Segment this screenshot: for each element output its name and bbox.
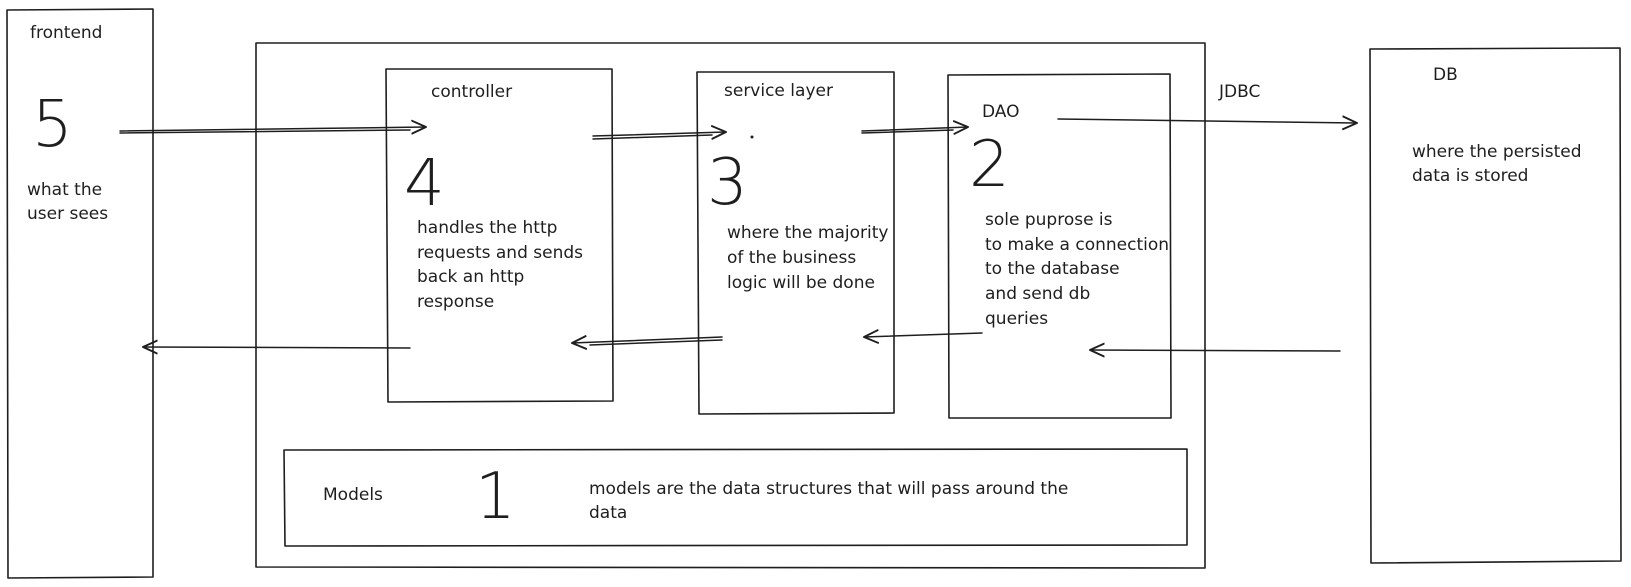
- controller-title: controller: [431, 82, 512, 102]
- frontend-desc-line-2: user sees: [27, 204, 108, 224]
- arrow-service-to-dao-stroke2: [861, 129, 954, 134]
- request-arrows: [119, 119, 1357, 140]
- arrow-service-to-controller: [572, 337, 723, 343]
- models-desc-line-1: models are the data structures that will…: [589, 479, 1068, 499]
- frontend-box: frontend 5 what the user sees: [6, 8, 154, 579]
- dao-desc-line-5: queries: [985, 309, 1048, 329]
- dao-desc-line-4: and send db: [985, 284, 1090, 304]
- controller-number: 4: [404, 147, 445, 221]
- controller-desc-line-2: requests and sends: [417, 243, 583, 263]
- service-desc-line-2: of the business: [727, 248, 856, 268]
- jdbc-label: JDBC: [1218, 82, 1260, 102]
- dao-title: DAO: [982, 102, 1020, 122]
- models-box: Models 1 models are the data structures …: [283, 448, 1188, 547]
- stray-dot: [750, 135, 754, 139]
- models-number: 1: [475, 460, 516, 534]
- arrow-service-to-dao: [861, 127, 968, 131]
- db-title: DB: [1433, 65, 1458, 85]
- service-desc-line-3: logic will be done: [727, 273, 875, 293]
- controller-desc-line-4: response: [417, 292, 494, 312]
- controller-desc-line-1: handles the http: [417, 218, 557, 238]
- dao-desc-line-3: to the database: [985, 259, 1120, 279]
- arrow-frontend-to-controller: [119, 127, 426, 131]
- dao-desc-line-2: to make a connection: [985, 235, 1169, 255]
- frontend-number: 5: [32, 88, 73, 162]
- service-number: 3: [707, 146, 748, 220]
- controller-desc-line-3: back an http: [417, 267, 524, 287]
- models-desc-line-2: data: [589, 503, 627, 523]
- arrow-controller-to-service: [592, 132, 726, 136]
- service-layer-box: service layer 3 where the majority of th…: [696, 71, 895, 415]
- controller-box: controller 4 handles the http requests a…: [385, 68, 614, 403]
- arrow-dao-to-service: [864, 333, 983, 337]
- arrow-db-to-dao: [1090, 350, 1341, 351]
- arrow-controller-to-service-stroke2: [592, 134, 713, 140]
- backend-container: [255, 42, 1206, 569]
- service-title: service layer: [724, 81, 833, 101]
- arrow-service-to-controller-stroke2: [589, 339, 723, 346]
- db-desc-line-1: where the persisted: [1412, 142, 1582, 162]
- arrow-dao-to-db: [1057, 119, 1357, 123]
- dao-desc-line-1: sole puprose is: [985, 210, 1113, 230]
- response-arrows: [143, 333, 1341, 351]
- dao-box: DAO 2 sole puprose is to make a connecti…: [947, 73, 1172, 419]
- db-box: DB where the persisted data is stored: [1369, 47, 1622, 564]
- models-title: Models: [323, 485, 383, 505]
- dao-number: 2: [969, 128, 1010, 202]
- arrow-frontend-to-controller-stroke2: [119, 129, 411, 134]
- arrow-controller-to-frontend: [143, 347, 411, 348]
- db-desc-line-2: data is stored: [1412, 166, 1528, 186]
- frontend-title: frontend: [30, 23, 102, 43]
- frontend-desc-line-1: what the: [27, 180, 102, 200]
- service-desc-line-1: where the majority: [727, 223, 888, 243]
